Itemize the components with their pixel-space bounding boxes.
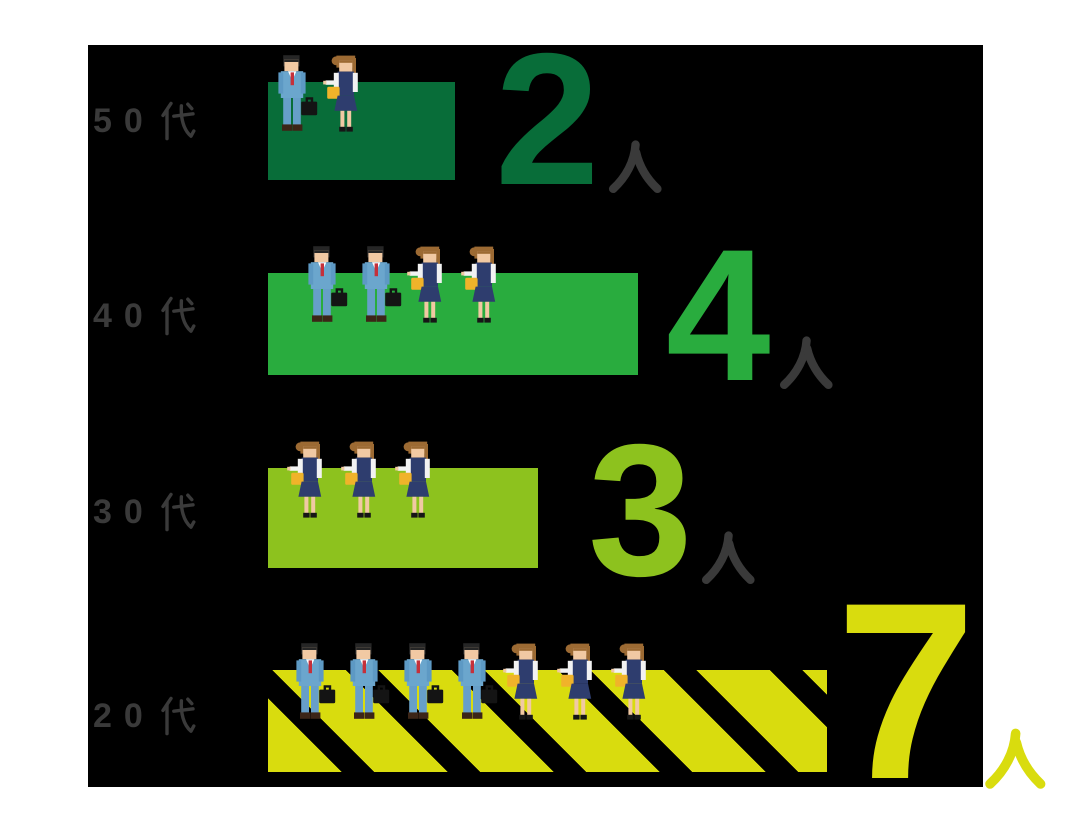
- category-label-20s: 20: [93, 696, 197, 736]
- nin-kanji-glyph: [983, 727, 1047, 791]
- category-label-50s: 50: [93, 101, 197, 141]
- woman-figure-icon: [461, 246, 496, 323]
- woman-figure-icon: [287, 441, 322, 518]
- man-figure-icon: [457, 642, 498, 720]
- dai-kanji-glyph: [161, 101, 196, 141]
- category-label-number: 40: [93, 296, 155, 335]
- woman-figure-icon: [503, 643, 538, 720]
- man-figure-icon: [349, 642, 390, 720]
- dai-kanji-glyph: [161, 296, 196, 336]
- category-label-number: 50: [93, 101, 155, 140]
- man-figure-icon: [307, 245, 348, 323]
- value-label-30s: 3: [588, 405, 756, 615]
- people-group-40s: [296, 245, 510, 333]
- count-number: 7: [836, 551, 976, 828]
- dai-kanji-glyph: [161, 696, 196, 736]
- woman-figure-icon: [341, 441, 376, 518]
- bar-20s: [268, 642, 827, 772]
- people-group-30s: [284, 440, 444, 528]
- woman-figure-icon: [407, 246, 442, 323]
- man-figure-icon: [361, 245, 402, 323]
- woman-figure-icon: [323, 55, 358, 132]
- category-label-number: 30: [93, 492, 155, 531]
- count-number: 3: [588, 405, 693, 615]
- man-figure-icon: [403, 642, 444, 720]
- nin-kanji-glyph: [607, 139, 663, 195]
- nin-kanji-glyph: [778, 335, 834, 391]
- value-label-40s: 4: [666, 210, 834, 420]
- people-group-50s: [266, 54, 372, 142]
- category-label-number: 20: [93, 696, 155, 735]
- value-label-20s: 7: [836, 551, 1047, 828]
- woman-figure-icon: [557, 643, 592, 720]
- woman-figure-icon: [395, 441, 430, 518]
- man-figure-icon: [277, 54, 318, 133]
- category-label-30s: 30: [93, 492, 197, 532]
- bar-30s: [268, 441, 538, 568]
- woman-figure-icon: [611, 643, 646, 720]
- bar-40s: [268, 245, 638, 375]
- count-number: 2: [495, 14, 600, 224]
- bar-50s: [268, 54, 455, 180]
- man-figure-icon: [295, 642, 336, 720]
- dai-kanji-glyph: [161, 492, 196, 532]
- count-number: 4: [666, 210, 771, 420]
- people-group-20s: [284, 642, 660, 730]
- value-label-50s: 2: [495, 14, 663, 224]
- category-label-40s: 40: [93, 296, 197, 336]
- nin-kanji-glyph: [700, 530, 756, 586]
